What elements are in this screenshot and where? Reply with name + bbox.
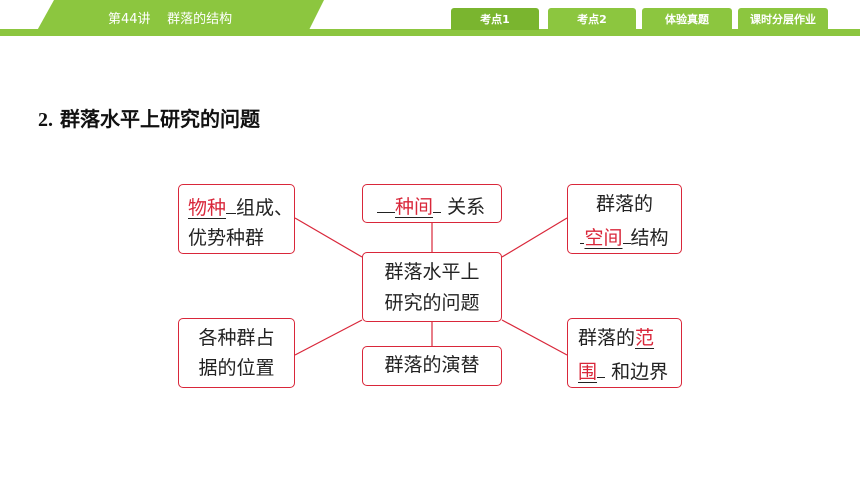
nav-tab-label: 考点1 [480,13,510,26]
lesson-title-tab [34,0,324,36]
nav-tab-topic-1[interactable]: 考点1 [451,8,539,30]
species-rest: 组成、 [236,197,294,219]
species-line-2: 优势种群 [188,227,265,249]
nav-tab-label: 考点2 [577,13,607,26]
connector-line [501,217,568,258]
heading-number: 2. [38,109,53,131]
center-line-2: 研究的问题 [384,292,480,314]
top-bar: 第44讲 群落的结构 考点1 考点2 体验真题 课时分层作业 [0,0,860,36]
center-line-1: 群落水平上 [384,261,480,283]
answer-range-part-1: 范 [635,327,655,349]
interspecific-rest: 关系 [447,196,486,218]
niche-line-1: 各种群占 [198,327,275,349]
section-heading: 2. 群落水平上研究的问题 [38,103,260,132]
lesson-title: 第44讲 群落的结构 [108,12,233,27]
range-prefix: 群落的 [578,327,636,349]
nav-tab-topic-2[interactable]: 考点2 [548,8,636,30]
connector-line [294,217,363,258]
node-interspecific-relations: 种间 关系 [362,184,502,223]
succession-text: 群落的演替 [384,354,480,376]
node-succession: 群落的演替 [362,346,502,386]
range-rest: 和边界 [611,361,669,383]
spatial-line-1: 群落的 [595,193,653,215]
answer-spatial: 空间 [584,227,623,249]
answer-range-part-2: 围 [578,361,598,383]
connector-line [294,319,363,356]
answer-species: 物种 [188,197,227,219]
nav-tab-real-exam[interactable]: 体验真题 [642,8,732,30]
node-species-composition: 物种组成、 优势种群 [178,184,295,254]
center-node: 群落水平上 研究的问题 [362,252,502,322]
spatial-rest: 结构 [630,227,669,249]
connector-line [501,319,568,356]
niche-line-2: 据的位置 [198,357,275,379]
nav-tab-label: 体验真题 [665,13,709,26]
node-population-position: 各种群占 据的位置 [178,318,295,388]
heading-text: 群落水平上研究的问题 [59,107,260,131]
answer-interspecific: 种间 [395,196,434,218]
nav-tab-label: 课时分层作业 [750,13,816,26]
node-range-boundary: 群落的范 围 和边界 [567,318,682,388]
nav-tab-homework[interactable]: 课时分层作业 [738,8,828,30]
node-spatial-structure: 群落的 空间结构 [567,184,682,254]
top-bar-line [0,29,860,36]
